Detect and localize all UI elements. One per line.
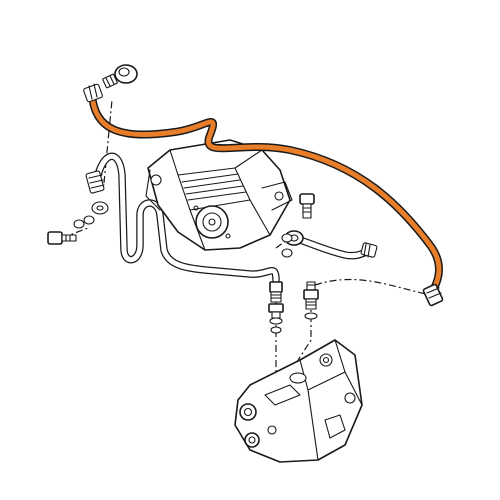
hose-fitting-right (422, 283, 444, 307)
adapter-nipple-left (268, 281, 284, 319)
steel-return-pipe (94, 152, 280, 284)
sealing-washers (73, 201, 318, 334)
highlighted-hydraulic-hose (88, 91, 443, 296)
banjo-bolt-right (299, 193, 315, 219)
upper-banjo-fitting (102, 64, 138, 89)
control-valve-block (234, 339, 363, 463)
banjo-bolt-left (47, 231, 77, 245)
pump-cylinder-block (145, 139, 293, 251)
hose-fitting-upper (83, 83, 103, 103)
curved-pressure-pipe (284, 230, 378, 260)
return-pipe-fitting (85, 170, 105, 194)
adapter-nipple-right (303, 281, 319, 310)
